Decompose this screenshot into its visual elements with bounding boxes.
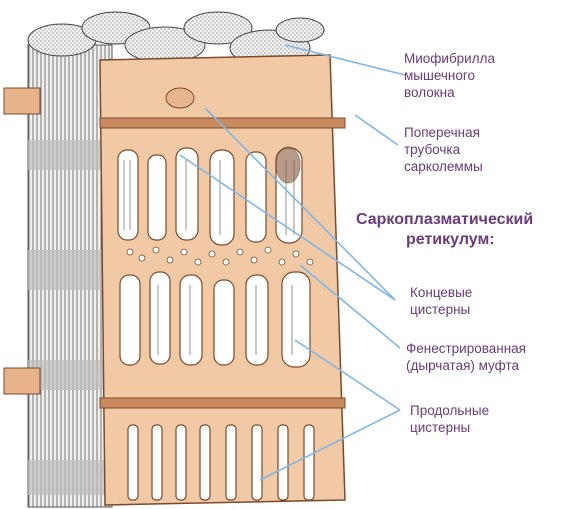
label-myofibril: Миофибрилла мышечного волокна (404, 50, 495, 101)
heading-sarcoplasmic-reticulum: Саркоплазматический ретикулум: (356, 210, 533, 250)
label-terminal-cisterns: Концевые цистерны (410, 284, 472, 318)
label-fenestrated-collar: Фенестрированная (дырчатая) муфта (406, 340, 526, 374)
label-longitudinal-cisterns: Продольные цистерны (410, 402, 489, 436)
label-t-tubule: Поперечная трубочка сарколеммы (404, 124, 483, 175)
myofibril-column-left (4, 45, 112, 507)
